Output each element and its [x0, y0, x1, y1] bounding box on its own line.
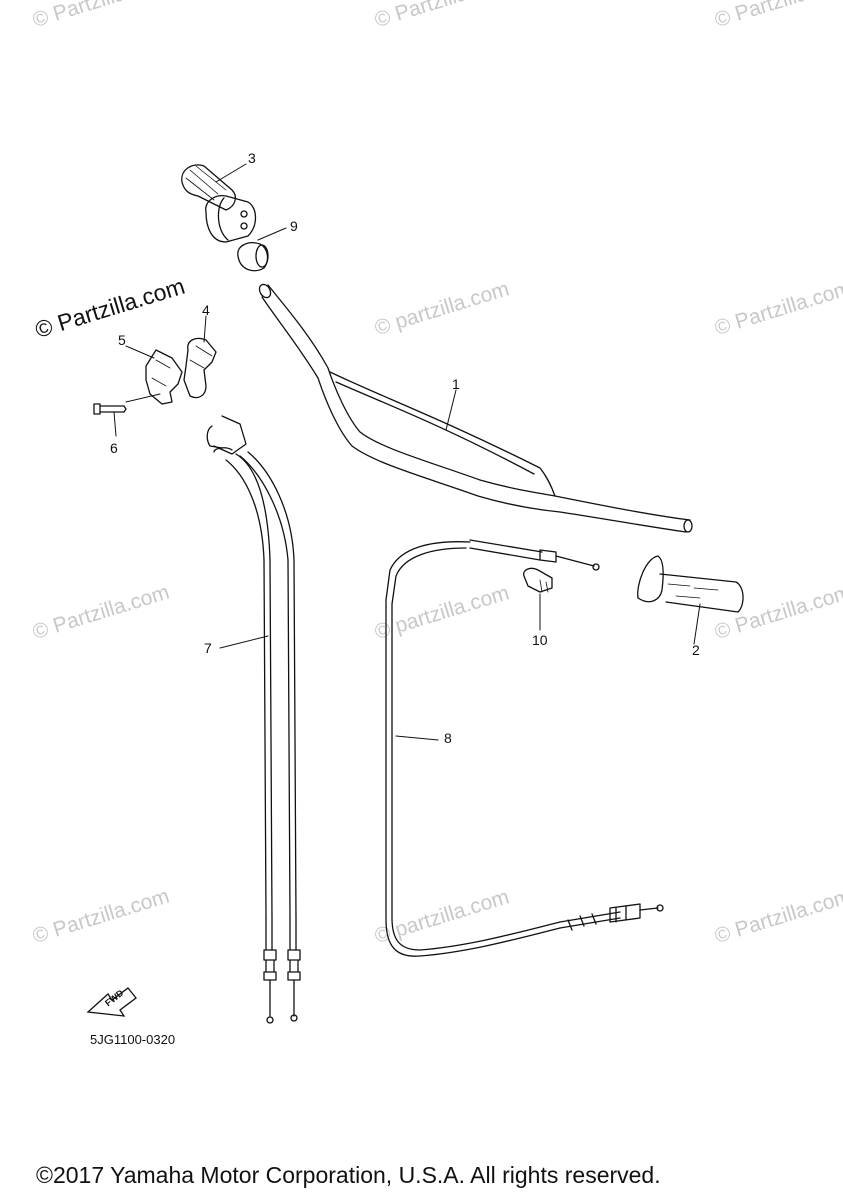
callout-7: 7	[204, 640, 212, 656]
callout-8: 8	[444, 730, 452, 746]
callout-2: 2	[692, 642, 700, 658]
clutch-cable	[385, 539, 664, 957]
callout-10: 10	[532, 632, 548, 648]
collar	[237, 242, 269, 272]
callout-3: 3	[248, 150, 256, 166]
grip	[637, 555, 744, 613]
screw	[93, 403, 127, 415]
throttle-cables	[206, 415, 301, 1024]
callout-6: 6	[110, 440, 118, 456]
callout-4: 4	[202, 302, 210, 318]
cable-adjuster	[523, 567, 553, 593]
fwd-arrow-icon	[86, 987, 137, 1017]
holder-lower	[145, 349, 183, 405]
leader-lines	[113, 163, 701, 741]
handlebar	[258, 283, 693, 533]
callout-5: 5	[118, 332, 126, 348]
diagram-code: 5JG1100-0320	[90, 1032, 176, 1047]
throttle-grip	[181, 164, 257, 243]
callout-9: 9	[290, 218, 298, 234]
holder-upper	[183, 337, 217, 399]
callout-1: 1	[452, 376, 460, 392]
copyright-notice: ©2017 Yamaha Motor Corporation, U.S.A. A…	[36, 1162, 661, 1188]
